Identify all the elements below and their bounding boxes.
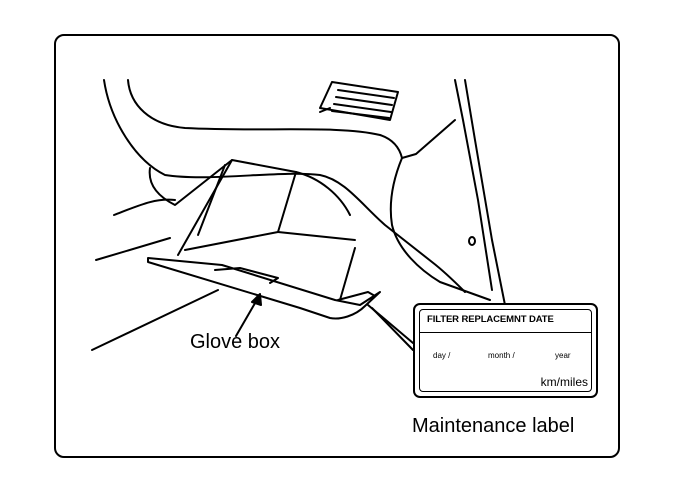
card-day: day / bbox=[433, 351, 451, 360]
glove-box-door bbox=[147, 257, 381, 320]
dashboard-upper-edge bbox=[127, 79, 403, 159]
card-month: month / bbox=[488, 351, 515, 360]
glove-box-opening bbox=[148, 159, 351, 216]
pillar-edge bbox=[464, 79, 507, 311]
pillar-bolt bbox=[468, 236, 476, 246]
dashboard-outline bbox=[103, 79, 466, 293]
card-divider bbox=[420, 332, 591, 333]
card-title: FILTER REPLACEMNT DATE bbox=[427, 314, 554, 325]
pillar-inner bbox=[454, 79, 493, 291]
card-inner-border bbox=[419, 309, 592, 392]
card-km-miles: km/miles bbox=[540, 375, 588, 389]
card-year: year bbox=[555, 351, 571, 360]
glove-box-back-left bbox=[177, 159, 233, 256]
lower-dash-line bbox=[91, 289, 219, 351]
maintenance-label-card: FILTER REPLACEMNT DATE day / month / yea… bbox=[413, 303, 598, 398]
pillar-outline bbox=[389, 157, 491, 301]
diagram-frame bbox=[54, 34, 620, 458]
maintenance-label-caption: Maintenance label bbox=[412, 415, 575, 437]
glove-box-label: Glove box bbox=[190, 331, 281, 353]
glove-box-pointer bbox=[235, 297, 259, 337]
